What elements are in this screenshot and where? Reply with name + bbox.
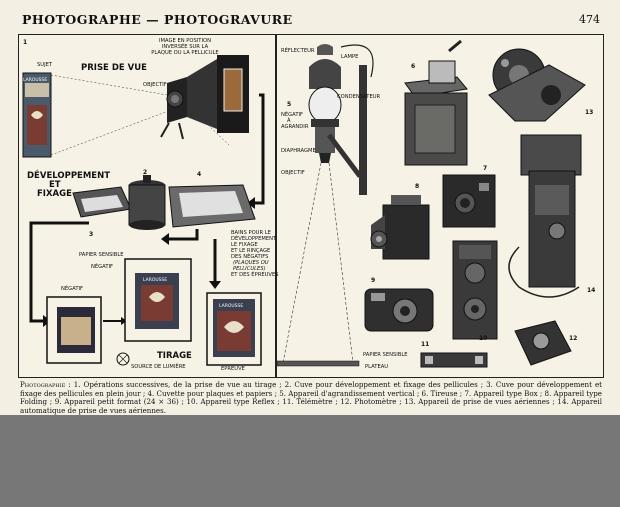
rangefinder-illustration bbox=[420, 352, 488, 368]
folding-camera-illustration bbox=[160, 55, 249, 140]
figure-number-4: 4 bbox=[197, 171, 202, 178]
brand-logo-text-2: LAROUSSE bbox=[143, 278, 168, 283]
bains-line-6: (PLAQUES OU bbox=[233, 260, 269, 266]
page-number: 474 bbox=[579, 13, 600, 26]
light-meter-illustration bbox=[514, 320, 572, 366]
section-prise-de-vue: PRISE DE VUE bbox=[81, 63, 147, 73]
label-negatif-r-1: NÉGATIF bbox=[281, 112, 304, 118]
label-image-3: PLAQUE OU LA PELLICULE bbox=[151, 50, 219, 56]
negative-frame bbox=[46, 296, 102, 364]
figure-number-14: 14 bbox=[587, 287, 596, 294]
automatic-aerial-camera-illustration bbox=[508, 134, 582, 298]
page-title: PHOTOGRAPHE — PHOTOGRAVURE bbox=[22, 12, 293, 27]
label-image-1: IMAGE EN POSITION bbox=[159, 38, 211, 44]
label-condensateur: CONDENSATEUR bbox=[337, 94, 381, 100]
figure-number-6: 6 bbox=[411, 63, 416, 70]
label-diaphragme: DIAPHRAGME bbox=[281, 148, 316, 154]
enlarger-baseboard bbox=[276, 360, 360, 367]
light-bulb bbox=[116, 352, 130, 366]
printing-frame bbox=[124, 258, 192, 342]
figure-number-9: 9 bbox=[371, 277, 376, 284]
label-objectif: OBJECTIF bbox=[143, 82, 167, 88]
figure-number-11: 11 bbox=[421, 341, 430, 348]
brand-logo-text-3: LAROUSSE bbox=[219, 304, 244, 309]
bains-line-3: LE FIXAGE bbox=[231, 242, 258, 248]
bains-line-5: DES NÉGATIFS bbox=[231, 254, 269, 260]
label-objectif-r: OBJECTIF bbox=[281, 170, 305, 176]
figure-number-3: 3 bbox=[89, 231, 94, 238]
enlarger-illustration bbox=[308, 44, 374, 195]
bains-line-7: PELLICULES) bbox=[233, 266, 266, 272]
figure-number-2: 2 bbox=[143, 169, 148, 176]
panel-divider bbox=[275, 35, 277, 377]
label-negatif-bottom: NÉGATIF bbox=[61, 286, 84, 292]
section-tirage: TIRAGE bbox=[157, 351, 192, 361]
label-source-lumiere: SOURCE DE LUMIÈRE bbox=[131, 364, 186, 370]
page-header: PHOTOGRAPHE — PHOTOGRAVURE 474 bbox=[22, 12, 600, 32]
label-negatif-r-3: AGRANDIR bbox=[281, 124, 309, 130]
developing-trays-illustration bbox=[72, 175, 256, 230]
section-et: ET bbox=[49, 180, 61, 190]
box-camera-illustration bbox=[442, 174, 496, 228]
subject-box-illustration bbox=[22, 72, 52, 158]
illustration-artwork bbox=[22, 39, 586, 368]
label-reflecteur: RÉFLECTEUR bbox=[281, 48, 315, 54]
illustration-plate: 1 PRISE DE VUE SUJET IMAGE EN POSITION I… bbox=[18, 34, 604, 378]
label-epreuve: ÉPREUVE bbox=[221, 366, 245, 372]
figure-number-10: 10 bbox=[479, 335, 488, 342]
caption-lead: Photographie bbox=[20, 380, 66, 389]
encyclopedia-page: PHOTOGRAPHE — PHOTOGRAVURE 474 bbox=[0, 0, 620, 415]
aerial-camera-illustration bbox=[488, 48, 586, 122]
label-negatif-r-2: À bbox=[287, 118, 291, 124]
label-papier-sensible-r: PAPIER SENSIBLE bbox=[363, 352, 408, 358]
figure-number-5: 5 bbox=[287, 101, 292, 108]
printer-box-illustration bbox=[404, 39, 468, 166]
label-papier-sensible: PAPIER SENSIBLE bbox=[79, 252, 124, 258]
figure-number-8: 8 bbox=[415, 183, 420, 190]
caption-text: : 1. Opérations successives, de la prise… bbox=[20, 380, 602, 415]
figure-number-13: 13 bbox=[585, 109, 594, 116]
section-fixage: FIXAGE bbox=[37, 189, 72, 199]
figure-caption: Photographie : 1. Opérations successives… bbox=[20, 380, 602, 415]
label-lampe: LAMPE bbox=[341, 54, 359, 60]
projection-rays bbox=[282, 162, 354, 364]
figure-number-12: 12 bbox=[569, 335, 578, 342]
small-format-camera-illustration bbox=[364, 288, 434, 332]
label-plateau: PLATEAU bbox=[365, 364, 389, 370]
brand-logo-text-1: LAROUSSE bbox=[23, 78, 48, 83]
bains-line-4: ET LE RINÇAGE bbox=[231, 248, 271, 254]
section-developpement: DÉVELOPPEMENT bbox=[27, 171, 111, 181]
background-margin bbox=[0, 415, 620, 507]
bains-line-8: ET DES ÉPREUVES bbox=[231, 272, 279, 278]
folding-camera-2-illustration bbox=[370, 195, 430, 260]
label-image-2: INVERSÉE SUR LA bbox=[161, 44, 209, 50]
figure-number-7: 7 bbox=[483, 165, 488, 172]
reflex-camera-illustration bbox=[452, 240, 498, 340]
print-result-frame bbox=[206, 292, 262, 366]
bains-line-2: DÉVELOPPEMENT bbox=[231, 236, 277, 242]
label-sujet: SUJET bbox=[37, 62, 53, 68]
label-negatif-top: NÉGATIF bbox=[91, 264, 114, 270]
figure-number-1: 1 bbox=[23, 39, 28, 46]
bains-line-1: BAINS POUR LE bbox=[231, 230, 271, 236]
